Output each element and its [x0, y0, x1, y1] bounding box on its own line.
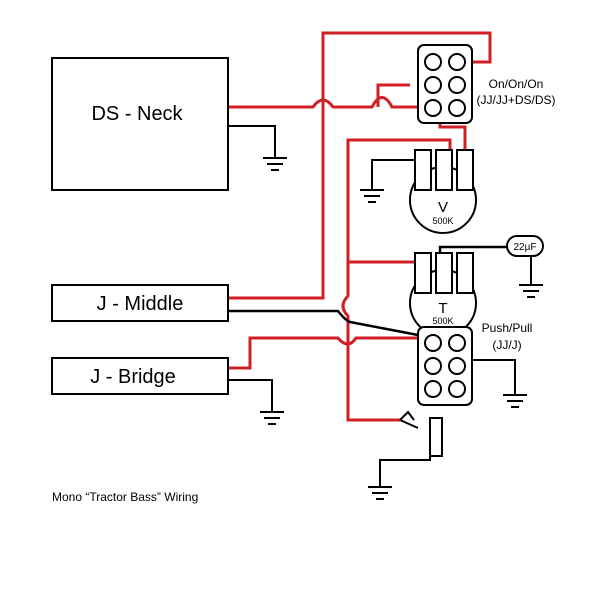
- tone-pot-value: 500K: [432, 316, 453, 326]
- capacitor-label: 22µF: [514, 242, 537, 253]
- volume-pot: V 500K: [409, 149, 477, 234]
- tone-pot: T 500K: [409, 252, 477, 337]
- capacitor: 22µF: [506, 235, 544, 257]
- volume-feed-wire: [341, 138, 452, 422]
- neck-ground-wire: [228, 125, 276, 158]
- ground-icon-bridge: [260, 411, 284, 425]
- middle-signal-wire: [228, 309, 419, 337]
- ground-icon-volume: [360, 189, 384, 203]
- neck-pickup: DS - Neck: [51, 57, 229, 191]
- volume-pot-letter: V: [438, 199, 448, 216]
- push-pull-switch: [417, 326, 473, 406]
- bridge-pickup-label: J - Bridge: [90, 366, 176, 388]
- bridge-ground-wire: [228, 379, 273, 412]
- middle-pickup: J - Middle: [51, 284, 229, 322]
- output-jack: [399, 410, 443, 457]
- jack-tip-wire: [399, 419, 419, 429]
- jack-ground-wire: [379, 440, 431, 487]
- tone-pot-letter: T: [438, 300, 447, 317]
- middle-pickup-label: J - Middle: [97, 293, 184, 315]
- neck-pickup-label: DS - Neck: [91, 103, 183, 125]
- ground-icon-neck: [263, 157, 287, 171]
- ground-icon-cap: [519, 284, 543, 298]
- ground-icon-jack: [368, 486, 392, 500]
- neck-hot-wire: [228, 96, 418, 109]
- push-pull-label: Push/Pull: [482, 321, 533, 335]
- diagram-caption: Mono “Tractor Bass” Wiring: [52, 490, 198, 504]
- volume-pot-value: 500K: [432, 216, 453, 226]
- three-way-switch-label: On/On/On: [489, 77, 544, 91]
- push-pull-sublabel: (JJ/J): [492, 338, 521, 352]
- bridge-hot-wire: [228, 336, 418, 370]
- bridge-pickup: J - Bridge: [51, 357, 229, 395]
- pushpull-ground-wire: [472, 359, 516, 395]
- three-way-switch-sublabel: (JJ/JJ+DS/DS): [476, 93, 555, 107]
- volume-ground-wire: [371, 159, 420, 190]
- ground-icon-pushpull: [503, 394, 527, 408]
- three-way-switch: [417, 44, 473, 124]
- switch-loop-wire: [376, 83, 410, 107]
- middle-hot-wire: [228, 31, 492, 300]
